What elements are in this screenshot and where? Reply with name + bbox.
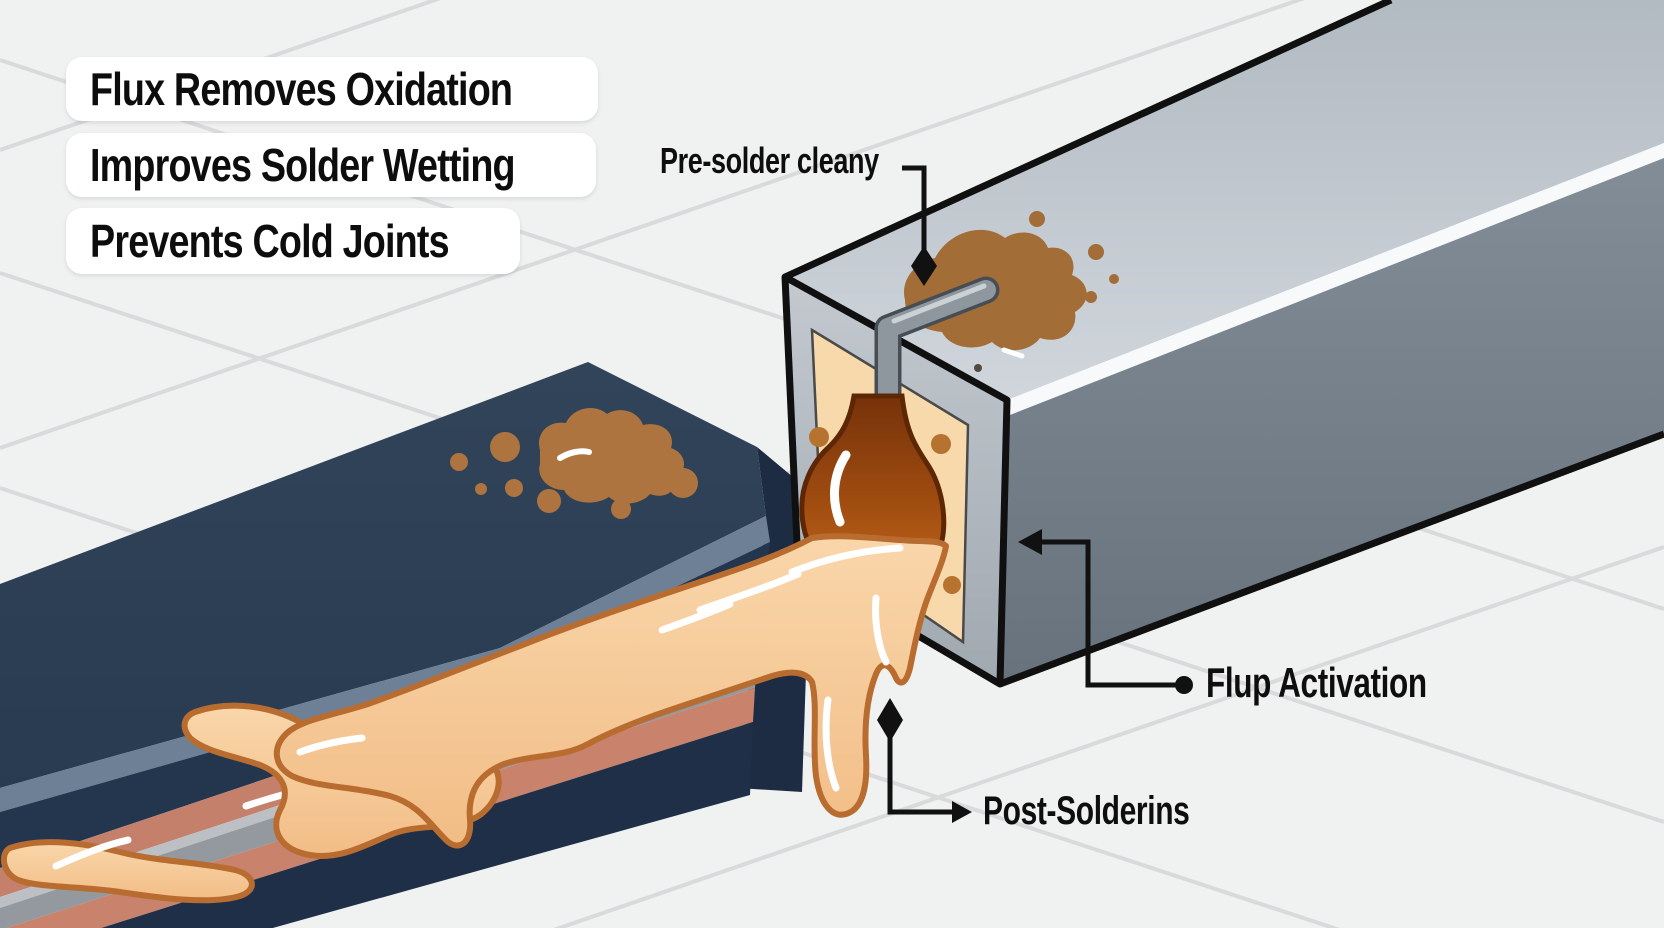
caption-chip-improves-solder-wetting: Improves Solder Wetting xyxy=(66,133,596,197)
leader-post-soldering xyxy=(877,698,972,823)
solder-blob-bottom-left xyxy=(0,839,255,904)
solder-flow xyxy=(0,533,949,904)
splash-glint xyxy=(1001,347,1025,359)
caption-chip-prevents-cold-joints: Prevents Cold Joints xyxy=(66,208,520,274)
label-text: Post-Solderins xyxy=(983,789,1190,833)
label-pre-solder-clean: Pre-solder cleany xyxy=(660,140,952,182)
left-arrowhead xyxy=(1018,529,1042,555)
caption-text: Prevents Cold Joints xyxy=(90,215,450,267)
solder-main-flow xyxy=(274,533,949,849)
flux-rod xyxy=(874,276,1000,434)
dot-arrowhead xyxy=(1175,676,1193,694)
caption-text: Improves Solder Wetting xyxy=(90,139,516,191)
caption-text: Flux Removes Oxidation xyxy=(90,63,513,115)
solder-glints xyxy=(52,544,904,870)
leader-flux-activation xyxy=(1018,529,1193,694)
panel-flux-dots xyxy=(809,427,961,594)
diamond-arrowhead xyxy=(877,698,903,742)
right-bar-top-outline xyxy=(783,0,1393,281)
label-text: Pre-solder cleany xyxy=(660,140,879,181)
diamond-arrowhead xyxy=(911,246,937,286)
caption-chip-flux-removes-oxidation: Flux Removes Oxidation xyxy=(66,57,598,121)
splash-glint xyxy=(557,448,592,461)
right-arrowhead xyxy=(952,801,972,823)
leader-pre-solder xyxy=(902,165,937,286)
top-face-speck xyxy=(974,364,982,372)
oxidation-splash-left xyxy=(450,408,698,519)
flux-blob-glint xyxy=(830,450,851,527)
label-flux-activation: Flup Activation xyxy=(1206,659,1500,707)
label-text: Flup Activation xyxy=(1206,659,1427,706)
right-bar-bottom-outline xyxy=(998,430,1664,688)
right-bar-front-face xyxy=(1000,158,1664,684)
right-bar-edge-highlight xyxy=(1007,143,1664,415)
label-post-soldering: Post-Solderins xyxy=(983,789,1258,834)
